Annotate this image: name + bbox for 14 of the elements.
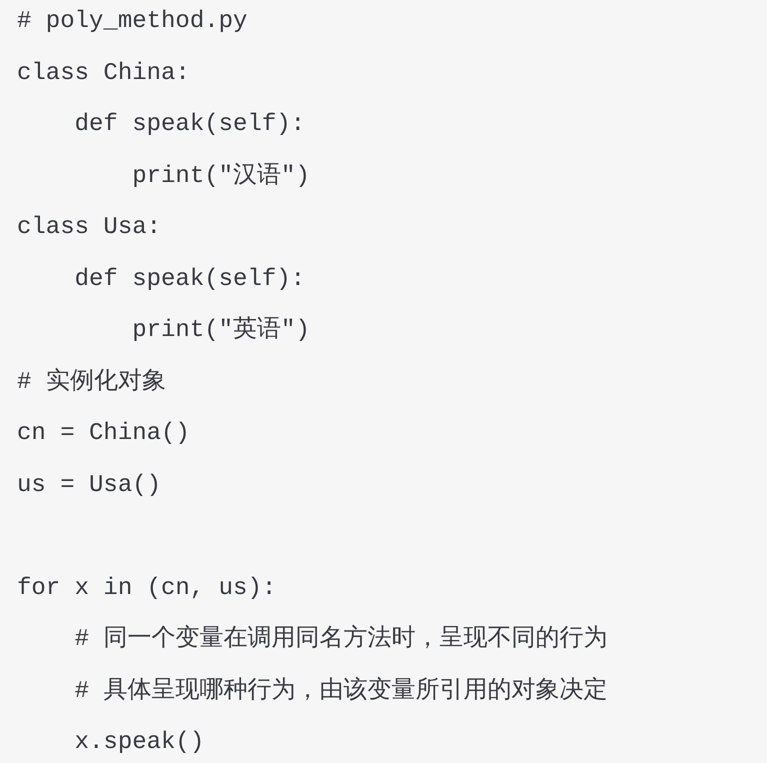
code-line: def speak(self): — [74, 110, 306, 140]
code-line: # 具体呈现哪种行为，由该变量所引用的对象决定 — [74, 676, 608, 706]
code-line: cn = China() — [17, 419, 190, 449]
code-line: us = Usa() — [17, 470, 162, 500]
code-line: # poly_method.py — [17, 7, 248, 37]
code-line: class China: — [17, 58, 190, 88]
code-line: print("英语") — [131, 316, 310, 346]
code-line: class Usa: — [17, 213, 162, 243]
code-line: # 实例化对象 — [17, 368, 166, 398]
code-line: # 同一个变量在调用同名方法时，呈现不同的行为 — [74, 625, 608, 655]
code-line: x.speak() — [74, 728, 204, 758]
code-line: def speak(self): — [74, 264, 306, 294]
code-line: for x in (cn, us): — [17, 574, 276, 604]
code-line: print("汉语") — [131, 162, 310, 192]
